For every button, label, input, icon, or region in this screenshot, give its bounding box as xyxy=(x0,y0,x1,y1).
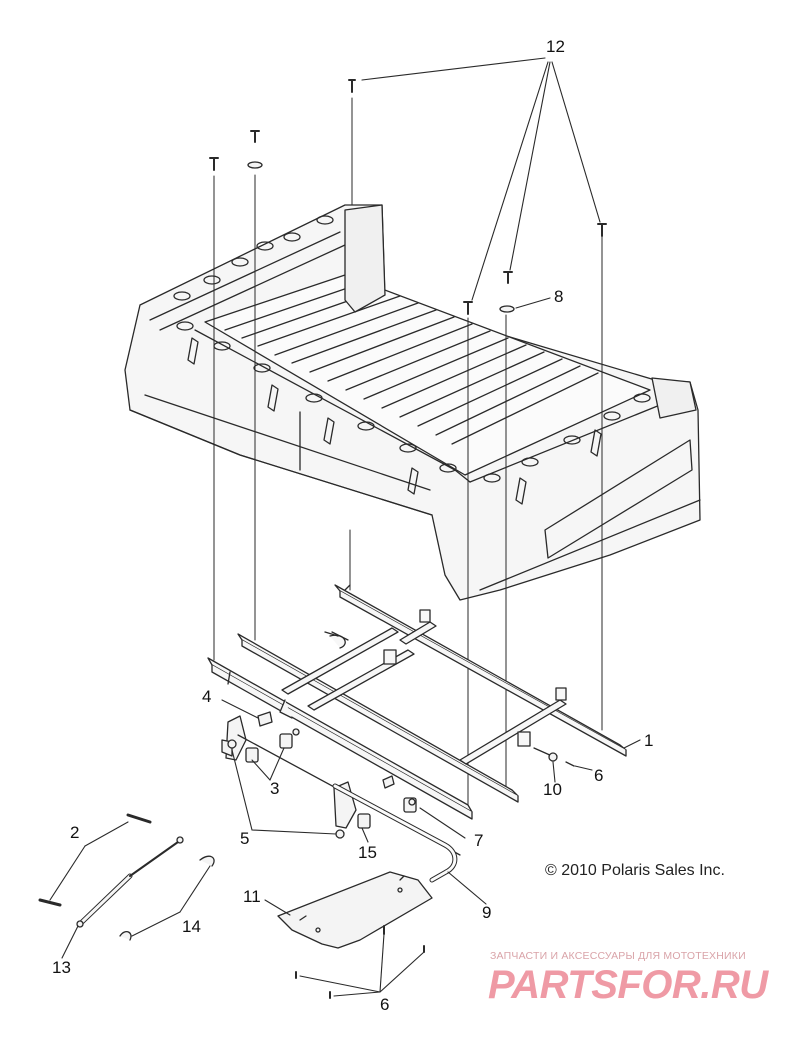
assembly-lines xyxy=(213,97,603,811)
callout-3: 3 xyxy=(270,779,280,798)
callout-6-bottom: 6 xyxy=(380,995,390,1014)
leader-lines xyxy=(49,57,641,997)
bed-frame xyxy=(207,584,627,820)
watermark-logo: PARTSFOR.RU xyxy=(488,963,768,1007)
callout-5: 5 xyxy=(240,829,250,848)
callout-15: 15 xyxy=(358,843,377,862)
skid-plate xyxy=(277,871,433,949)
release-handle xyxy=(332,783,458,883)
callout-1: 1 xyxy=(644,731,654,750)
callout-14: 14 xyxy=(182,917,201,936)
callout-7: 7 xyxy=(474,831,484,850)
callout-8: 8 xyxy=(554,287,564,306)
callout-4: 4 xyxy=(202,687,212,706)
callout-11: 11 xyxy=(243,887,261,906)
callout-2: 2 xyxy=(70,823,80,842)
copyright-notice: © 2010 Polaris Sales Inc. xyxy=(545,862,725,879)
callout-6-right: 6 xyxy=(594,766,604,785)
callout-9: 9 xyxy=(482,903,492,922)
callout-13: 13 xyxy=(52,958,71,977)
callout-10: 10 xyxy=(543,780,562,799)
watermark-tagline: ЗАПЧАСТИ И АКСЕССУАРЫ ДЛЯ МОТОТЕХНИКИ xyxy=(490,950,746,962)
callout-12: 12 xyxy=(546,37,565,56)
cargo-box xyxy=(124,204,701,601)
loose-hardware xyxy=(38,79,607,999)
